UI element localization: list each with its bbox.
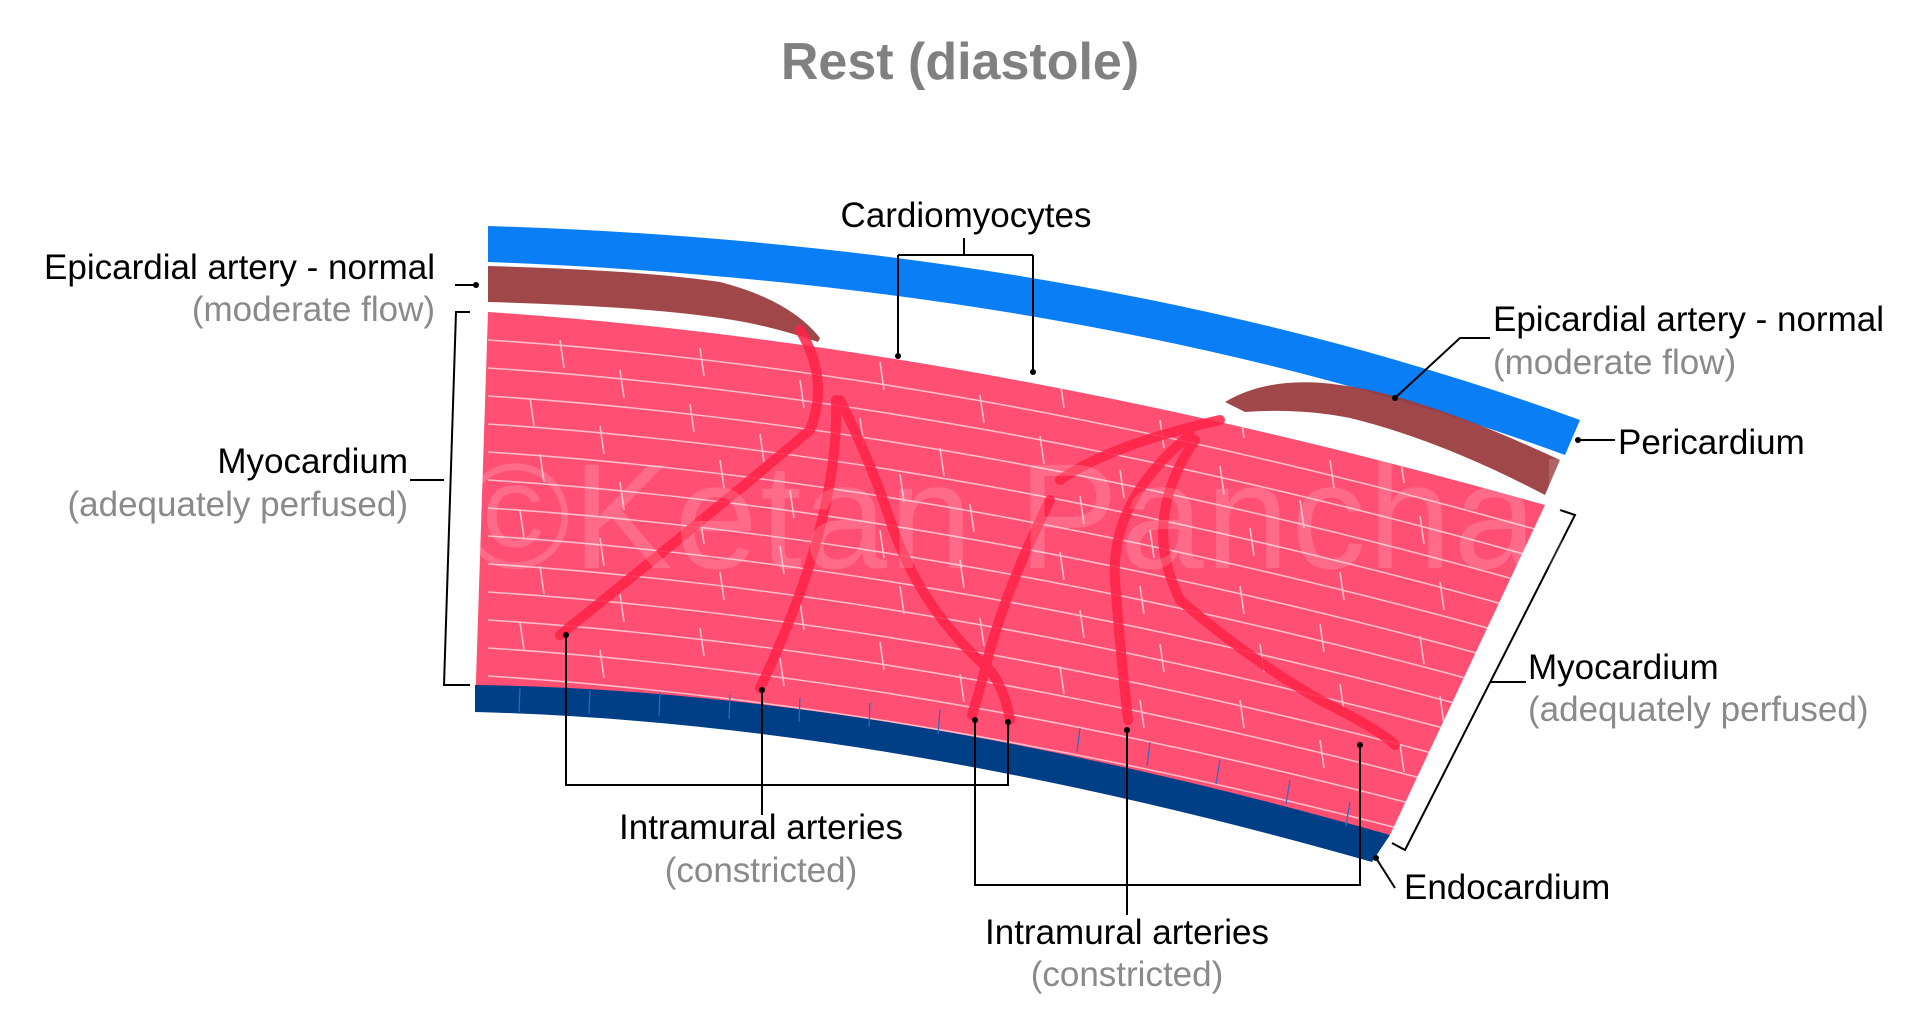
myocardium-left-sublabel: (adequately perfused) xyxy=(67,485,409,524)
leader-lines xyxy=(410,238,1615,915)
intramural-arteries-right-sublabel: (constricted) xyxy=(1030,955,1224,994)
myocardium-right-sublabel: (adequately perfused) xyxy=(1528,690,1869,729)
intramural-arteries-right-label: Intramural arteries xyxy=(985,913,1269,952)
epicardial-artery-right-sublabel: (moderate flow) xyxy=(1493,343,1737,382)
epicardial-artery-right xyxy=(1225,382,1560,495)
cardiomyocytes-label: Cardiomyocytes xyxy=(840,196,1092,235)
leader-dots xyxy=(473,282,1581,861)
endocardium-label: Endocardium xyxy=(1404,868,1611,907)
pericardium-layer xyxy=(488,226,1580,455)
epicardial-artery-right-label: Epicardial artery - normal xyxy=(1493,300,1884,339)
epicardial-artery-left-sublabel: (moderate flow) xyxy=(191,290,435,329)
intramural-arteries-left-label: Intramural arteries xyxy=(619,808,903,847)
watermark-text: ©Ketan Panchal xyxy=(460,432,1575,600)
intramural-arteries-left-sublabel: (constricted) xyxy=(664,851,858,890)
myocardium-left-label: Myocardium xyxy=(217,442,408,481)
diagram-title: Rest (diastole) xyxy=(780,33,1140,91)
intramural-arteries xyxy=(555,325,1400,750)
epicardial-artery-left xyxy=(488,266,820,342)
pericardium-label: Pericardium xyxy=(1618,423,1805,462)
epicardial-artery-left-label: Epicardial artery - normal xyxy=(44,248,435,287)
myocardium-right-label: Myocardium xyxy=(1528,648,1719,687)
